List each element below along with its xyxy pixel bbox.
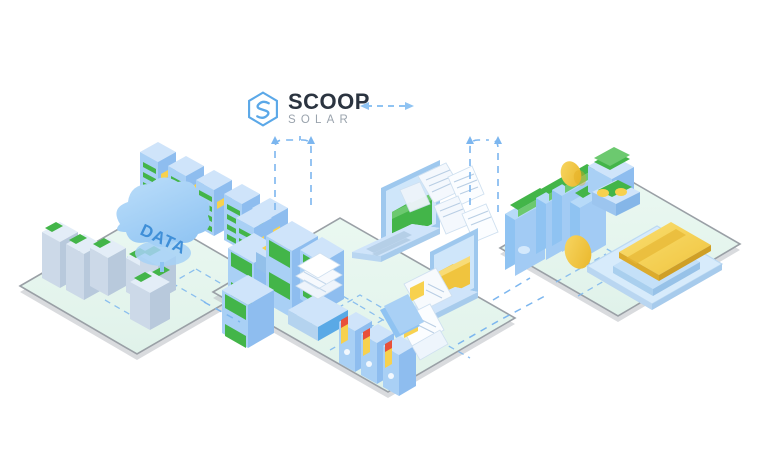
wallet [505,188,548,276]
binder [383,336,416,396]
flying-document [399,181,431,213]
flying-document [433,195,471,235]
hexagon-s-icon [248,91,278,127]
arrow-head-right [405,102,414,110]
coin [564,235,592,269]
binder-group [339,312,416,396]
payment-terminal [585,222,724,310]
cash-register [588,147,640,216]
filing-cabinet [222,275,274,348]
arrow-head-left [360,102,369,110]
bidirectional-dashed-arrow [360,102,414,110]
printer [288,252,348,341]
brand-wordmark: SCOOP SOLAR [288,91,370,127]
brand-title: SCOOP [288,89,370,115]
brand-logo[interactable]: SCOOP SOLAR [246,88,436,130]
inter-platform-connectors [203,277,546,345]
data-cloud: DATA [116,177,210,272]
flying-document [447,165,485,206]
payment-card [619,222,711,275]
receipt-printout [380,267,453,361]
coin-group [560,161,592,269]
coin [560,161,582,187]
brand-subtitle: SOLAR [288,114,353,127]
blade-server-stack [42,222,176,330]
logo-connector-arrowheads [271,136,502,144]
